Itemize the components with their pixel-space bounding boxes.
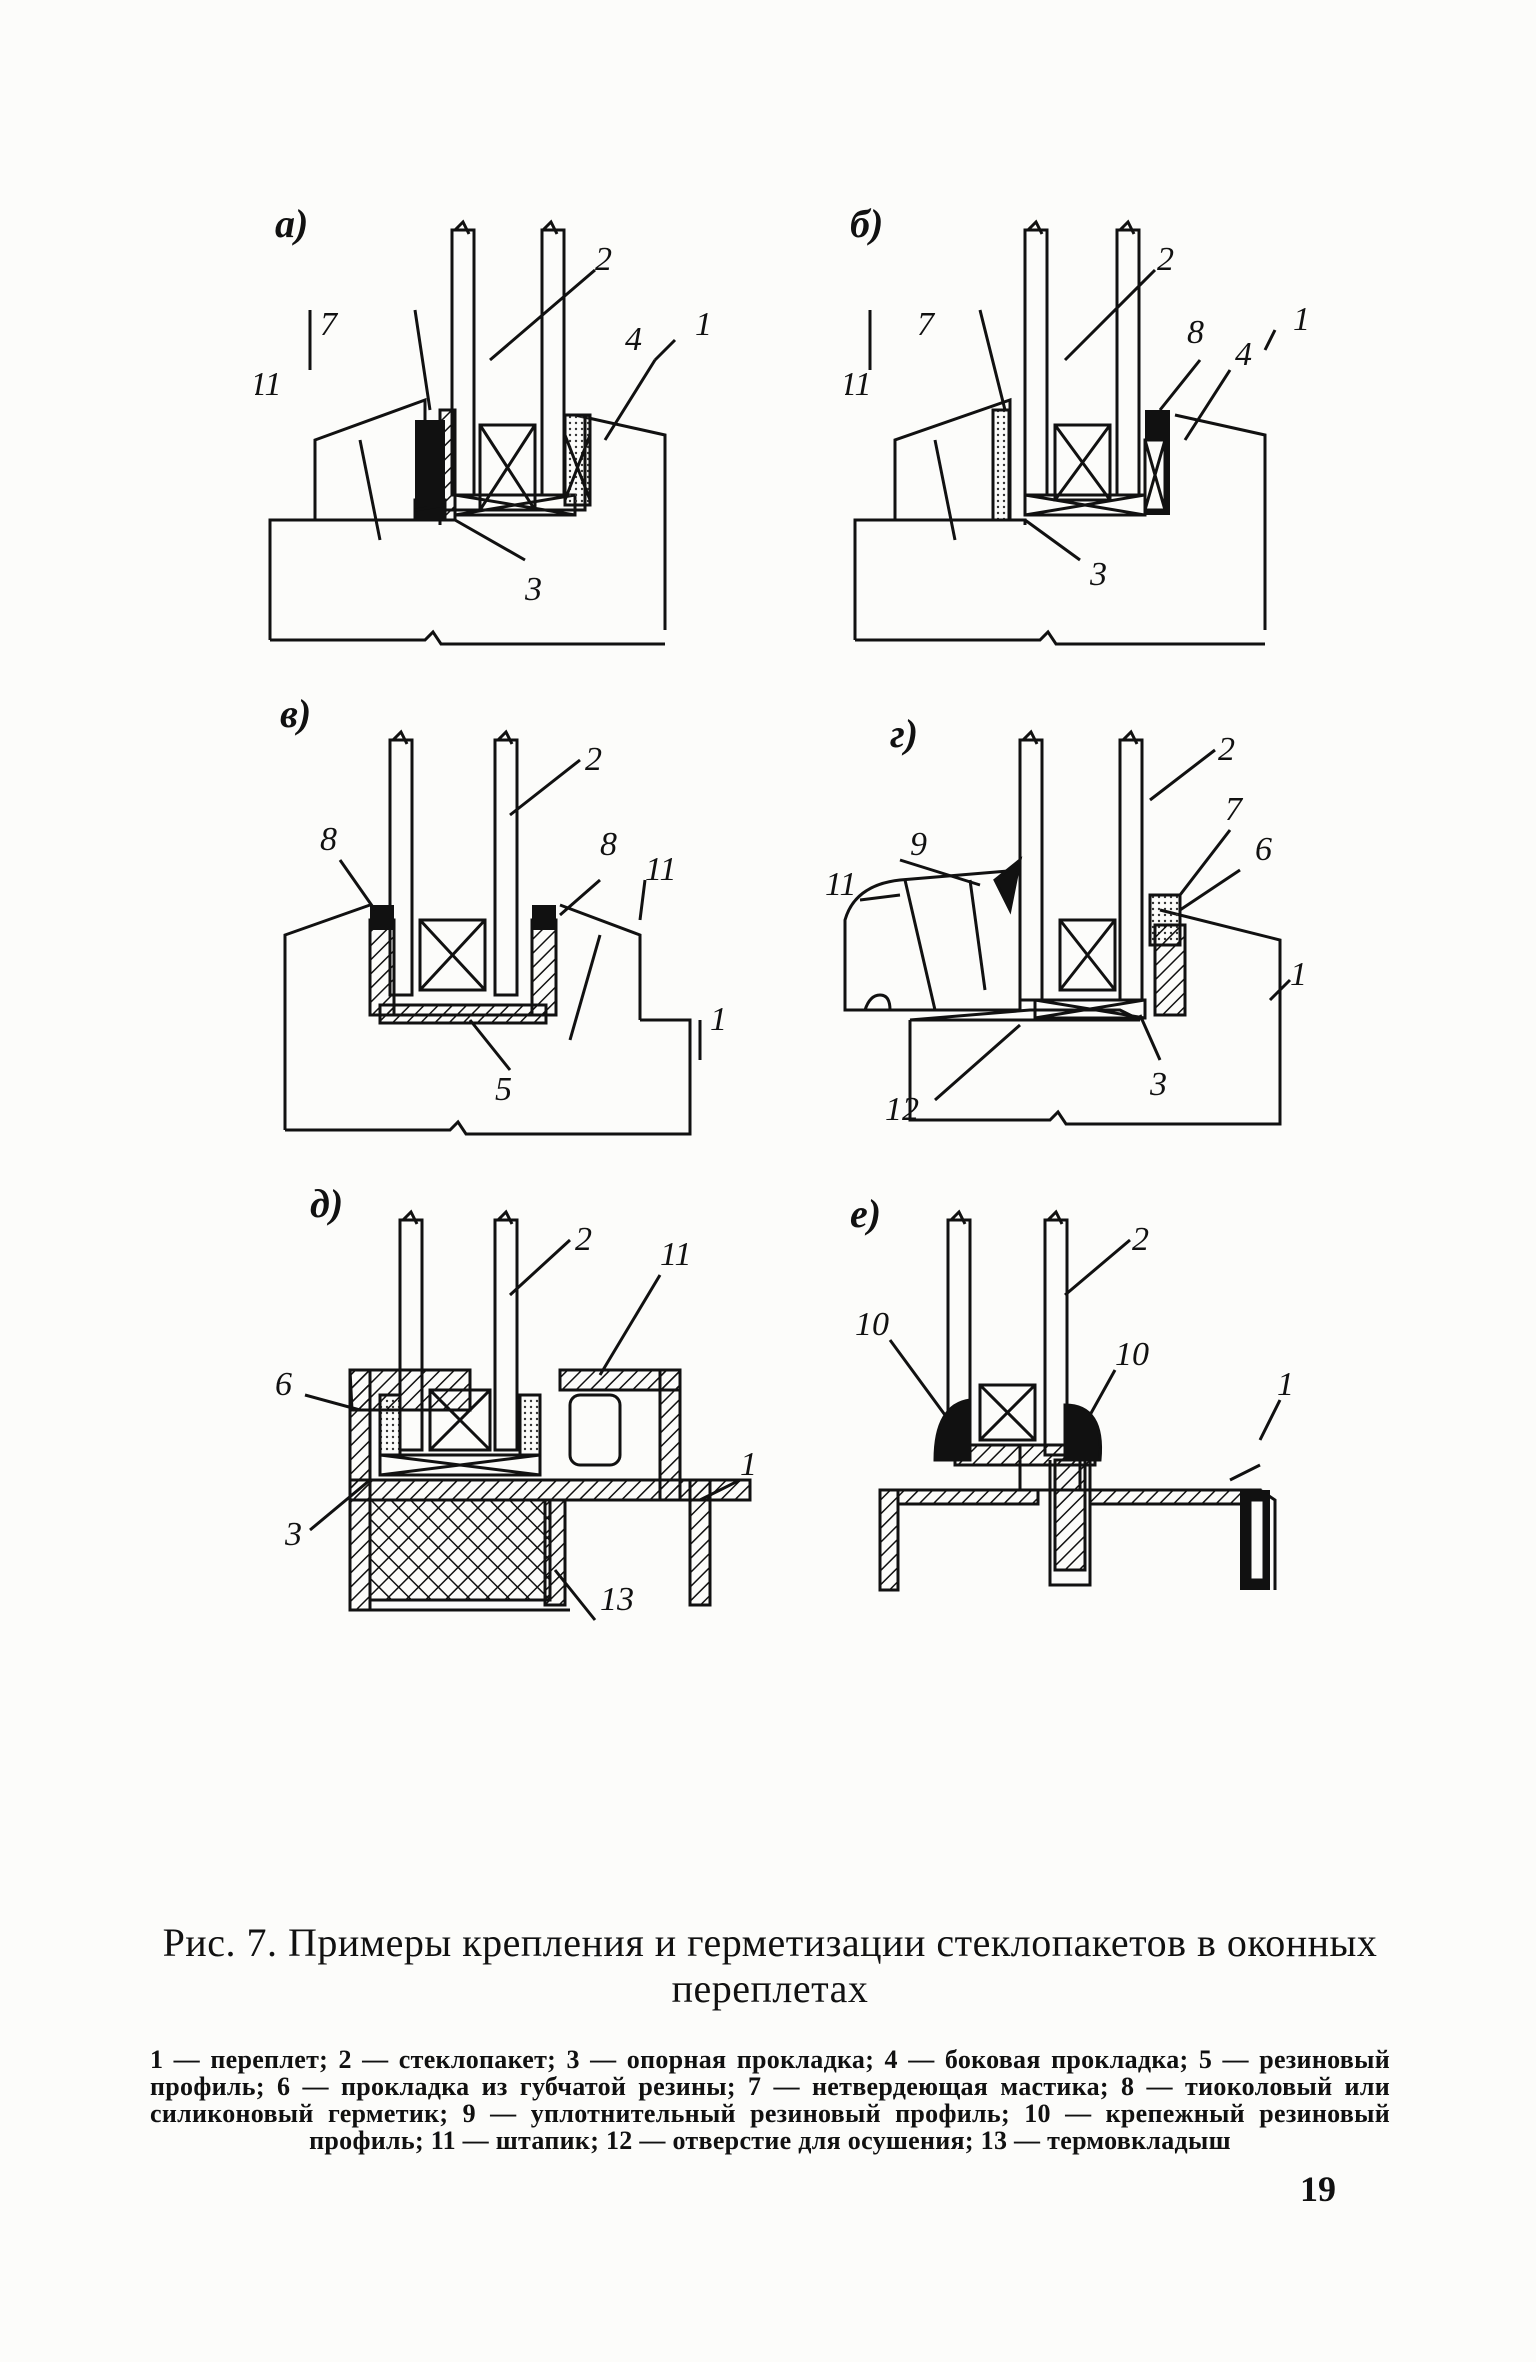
callout-g-3: 3 xyxy=(1149,1066,1167,1103)
callout-b-4: 4 xyxy=(1235,336,1252,373)
callout-d-2: 2 xyxy=(575,1221,592,1258)
figure-caption-legend: 1 — переплет; 2 — стеклопакет; 3 — опорн… xyxy=(150,2045,1390,2155)
callout-d-3: 3 xyxy=(284,1516,302,1553)
panel-label-g: г) xyxy=(890,711,919,756)
callout-e-10-right: 10 xyxy=(1115,1336,1149,1373)
callout-g-6: 6 xyxy=(1255,831,1272,868)
callout-a-4: 4 xyxy=(625,321,642,358)
callout-b-7: 7 xyxy=(917,306,936,343)
callout-a-3: 3 xyxy=(524,571,542,608)
panel-label-d: д) xyxy=(310,1181,344,1226)
callout-g-12: 12 xyxy=(885,1091,919,1128)
callout-v-1: 1 xyxy=(710,1001,727,1038)
callout-g-9: 9 xyxy=(910,826,927,863)
callout-v-8-right: 8 xyxy=(600,826,617,863)
panel-label-e: е) xyxy=(850,1191,882,1236)
page-number: 19 xyxy=(1300,2169,1336,2209)
callout-b-1: 1 xyxy=(1293,301,1310,338)
figure-panel-e: 2 10 10 1 xyxy=(840,1200,1330,1630)
figure-panel-d: 2 11 6 1 3 13 xyxy=(270,1200,760,1630)
callout-b-3: 3 xyxy=(1089,556,1107,593)
figure-caption-title: Рис. 7. Примеры крепления и герметизации… xyxy=(162,1920,1378,2011)
figure-panel-a: 2 4 7 11 1 3 xyxy=(255,210,735,660)
figure-panel-g: 2 9 7 6 11 1 12 3 xyxy=(820,720,1320,1140)
callout-v-11: 11 xyxy=(645,851,676,888)
callout-b-8: 8 xyxy=(1187,314,1204,351)
callout-d-13: 13 xyxy=(600,1581,634,1618)
callout-e-1: 1 xyxy=(1277,1366,1294,1403)
callout-g-11: 11 xyxy=(825,866,856,903)
callout-d-11: 11 xyxy=(660,1236,691,1273)
callout-v-2: 2 xyxy=(585,741,602,778)
callout-g-7: 7 xyxy=(1225,791,1244,828)
callout-g-2: 2 xyxy=(1218,731,1235,768)
panel-label-v: в) xyxy=(280,691,312,736)
callout-e-2: 2 xyxy=(1132,1221,1149,1258)
callout-b-2: 2 xyxy=(1157,241,1174,278)
callout-a-2: 2 xyxy=(595,241,612,278)
figure-panel-v: 2 8 8 11 1 5 xyxy=(270,720,740,1150)
callout-a-1: 1 xyxy=(695,306,712,343)
callout-d-6: 6 xyxy=(275,1366,292,1403)
callout-v-5: 5 xyxy=(495,1071,512,1108)
figure-panel-b: 2 8 4 7 11 1 3 xyxy=(845,210,1335,660)
callout-a-11: 11 xyxy=(255,366,281,403)
callout-d-1: 1 xyxy=(740,1446,757,1483)
callout-b-11: 11 xyxy=(845,366,871,403)
callout-e-10-left: 10 xyxy=(855,1306,889,1343)
callout-g-1: 1 xyxy=(1290,956,1307,993)
panel-label-a: а) xyxy=(275,201,309,246)
callout-v-8-left: 8 xyxy=(320,821,337,858)
callout-a-7: 7 xyxy=(320,306,339,343)
panel-label-b: б) xyxy=(850,201,884,246)
